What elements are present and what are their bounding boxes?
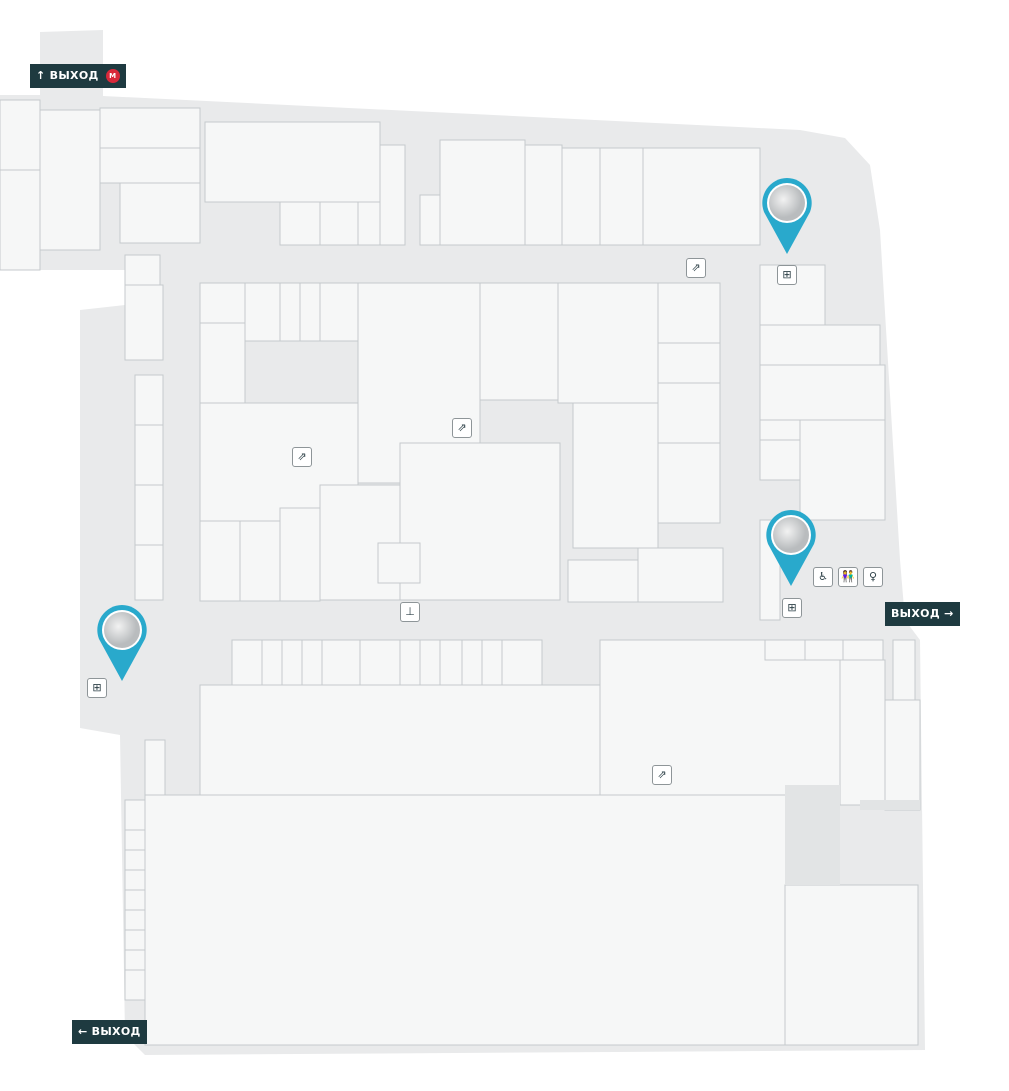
mother-child-room-icon[interactable]: ♀ [863, 567, 883, 587]
shop-unit[interactable] [279, 507, 321, 602]
shop-unit[interactable] [319, 201, 359, 246]
shop-unit[interactable] [799, 419, 886, 521]
shop-unit[interactable] [134, 484, 164, 546]
shop-unit[interactable] [134, 374, 164, 426]
shop-unit[interactable] [599, 639, 841, 796]
shop-unit[interactable] [301, 639, 323, 686]
exit-label: ВЫХОД [891, 607, 940, 620]
restroom-icon[interactable]: 👫 [838, 567, 858, 587]
shop-unit[interactable] [379, 144, 406, 246]
exit-sign-north: ↑ ВЫХОД M [30, 64, 126, 88]
elevator-icon[interactable]: ⊞ [777, 265, 797, 285]
shop-unit[interactable] [572, 402, 659, 549]
shop-unit[interactable] [99, 147, 201, 184]
shop-unit[interactable] [321, 639, 361, 686]
elevator-icon[interactable]: ⊞ [782, 598, 802, 618]
shop-unit[interactable] [231, 639, 263, 686]
shop-unit[interactable] [134, 424, 164, 486]
shop-unit[interactable] [842, 639, 884, 661]
shop-unit[interactable] [399, 639, 421, 686]
shop-unit[interactable] [759, 364, 886, 421]
exit-sign-east: ВЫХОД → [885, 602, 960, 626]
shop-unit[interactable] [759, 419, 801, 441]
shop-unit[interactable] [439, 639, 463, 686]
shop-unit[interactable] [357, 201, 381, 246]
shop-unit[interactable] [199, 520, 241, 602]
shop-unit[interactable] [501, 639, 543, 686]
shop-unit[interactable] [657, 382, 721, 444]
shop-unit[interactable] [759, 324, 881, 366]
exit-label: ВЫХОД [49, 69, 99, 82]
shop-unit[interactable] [199, 322, 246, 404]
shop-unit[interactable] [642, 147, 761, 246]
escalator-icon[interactable]: ⇗ [452, 418, 472, 438]
shop-unit[interactable] [567, 559, 639, 603]
shop-unit[interactable] [119, 182, 201, 244]
shop-unit[interactable] [764, 639, 806, 661]
shop-unit[interactable] [281, 639, 303, 686]
shop-unit[interactable] [657, 442, 721, 524]
shop-unit[interactable] [479, 282, 559, 401]
shop-unit[interactable] [39, 109, 101, 251]
shop-unit[interactable] [884, 699, 921, 811]
escalator-icon[interactable]: ⇗ [652, 765, 672, 785]
location-pin-icon[interactable] [764, 508, 818, 588]
shop-unit[interactable] [377, 542, 421, 584]
shop-unit[interactable] [784, 884, 919, 1046]
escalator-icon[interactable]: ⇗ [686, 258, 706, 278]
arrow-left-icon: ← [78, 1025, 88, 1038]
shop-unit[interactable] [399, 442, 561, 601]
shop-unit[interactable] [144, 739, 166, 801]
shop-unit[interactable] [637, 547, 724, 603]
shop-unit[interactable] [657, 342, 721, 384]
location-pin-icon[interactable] [760, 176, 814, 256]
shop-unit[interactable] [204, 121, 381, 203]
shop-unit[interactable] [419, 639, 441, 686]
shop-unit[interactable] [199, 282, 246, 324]
exit-label: ВЫХОД [91, 1025, 141, 1038]
shop-unit[interactable] [244, 282, 281, 342]
shop-unit[interactable] [839, 659, 886, 806]
shop-unit[interactable] [134, 544, 164, 601]
shop-unit[interactable] [144, 794, 791, 1046]
shop-unit[interactable] [0, 99, 41, 171]
service-area [785, 785, 840, 885]
wheelchair-icon[interactable]: ♿ [813, 567, 833, 587]
shop-unit[interactable] [199, 684, 601, 796]
shop-unit[interactable] [439, 139, 526, 246]
metro-icon: M [105, 69, 120, 83]
shop-unit[interactable] [279, 201, 321, 246]
shop-unit[interactable] [239, 520, 281, 602]
shop-unit[interactable] [124, 254, 161, 286]
shop-unit[interactable] [319, 282, 359, 342]
service-area [860, 800, 920, 810]
arrow-up-icon: ↑ [36, 69, 46, 82]
info-desk-icon[interactable]: ⊥ [400, 602, 420, 622]
escalator-icon[interactable]: ⇗ [292, 447, 312, 467]
shop-unit[interactable] [0, 169, 41, 271]
shop-unit[interactable] [124, 284, 164, 361]
shop-unit[interactable] [461, 639, 483, 686]
shop-unit[interactable] [299, 282, 321, 342]
exit-sign-southwest: ← ВЫХОД [72, 1020, 147, 1044]
shop-unit[interactable] [561, 147, 601, 246]
shop-unit[interactable] [99, 107, 201, 149]
shop-unit[interactable] [419, 194, 441, 246]
shop-unit[interactable] [279, 282, 301, 342]
shop-unit[interactable] [599, 147, 644, 246]
shop-unit[interactable] [359, 639, 401, 686]
shop-unit[interactable] [804, 639, 844, 661]
shop-unit[interactable] [524, 144, 563, 246]
shop-unit[interactable] [557, 282, 659, 404]
location-pin-icon[interactable] [95, 603, 149, 683]
elevator-icon[interactable]: ⊞ [87, 678, 107, 698]
arrow-right-icon: → [944, 607, 954, 620]
shop-unit[interactable] [657, 282, 721, 344]
shop-unit[interactable] [261, 639, 283, 686]
shop-unit[interactable] [481, 639, 503, 686]
